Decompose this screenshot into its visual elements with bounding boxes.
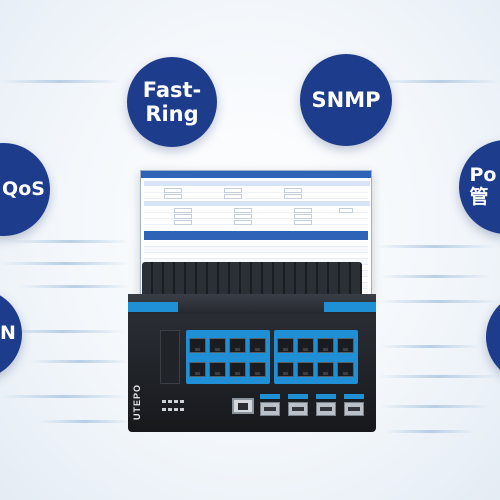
sfp-label [344, 394, 364, 399]
web-ui-form-row [144, 208, 368, 213]
feature-bubble-poe: Po 管 [459, 140, 500, 234]
feature-bubble-qos: QoS [0, 143, 50, 236]
rj45-port-block-right [274, 330, 358, 384]
feature-label: Ring [145, 102, 199, 126]
web-ui-section-header [144, 201, 370, 206]
table-row [144, 253, 368, 259]
rj45-port [337, 362, 354, 377]
status-led [174, 400, 178, 403]
web-ui-nav-bar [141, 171, 371, 178]
rj45-port [249, 338, 266, 353]
sfp-port [288, 402, 308, 416]
status-led [162, 400, 166, 403]
feature-label: Po [469, 164, 497, 187]
rj45-port [297, 338, 314, 353]
speed-streak [40, 420, 130, 423]
rj45-port [277, 362, 294, 377]
status-led [162, 408, 166, 411]
chassis-top [128, 294, 376, 316]
speed-streak [378, 300, 500, 303]
heatsink-fins [142, 262, 362, 300]
status-led [180, 400, 184, 403]
speed-streak [385, 430, 475, 433]
rj45-port [189, 338, 206, 353]
web-ui-table-header [144, 231, 368, 240]
sfp-label [260, 394, 280, 399]
status-led [168, 400, 172, 403]
feature-bubble-snmp: SNMP [300, 54, 392, 146]
industrial-poe-switch: UTEPO [128, 262, 376, 432]
feature-label: N [0, 322, 16, 345]
sfp-port [260, 402, 280, 416]
sfp-label [316, 394, 336, 399]
rj45-port [209, 338, 226, 353]
speed-streak [380, 405, 490, 408]
speed-streak [10, 240, 130, 243]
feature-bubble-partial-left: N [0, 289, 22, 379]
speed-streak [0, 80, 120, 83]
rj45-port [277, 338, 294, 353]
console-port [232, 398, 254, 414]
port-cover [160, 330, 180, 384]
feature-label: 管 [469, 186, 489, 208]
speed-streak [0, 395, 128, 398]
speed-streak [375, 245, 495, 248]
speed-streak [0, 262, 130, 265]
blue-trim [324, 302, 376, 312]
rj45-port [337, 338, 354, 353]
status-led [168, 408, 172, 411]
feature-bubble-partial-right [486, 292, 500, 382]
blue-trim [128, 302, 178, 312]
status-led [180, 408, 184, 411]
speed-streak [380, 275, 490, 278]
speed-streak [0, 330, 125, 333]
speed-streak [20, 285, 130, 288]
web-ui-form-row [144, 220, 368, 225]
sfp-port [344, 402, 364, 416]
speed-streak [380, 345, 480, 348]
speed-streak [380, 80, 500, 83]
rj45-port [229, 338, 246, 353]
web-ui-form-row [144, 214, 368, 219]
web-ui-section-header [144, 181, 370, 186]
speed-streak [378, 375, 500, 378]
status-led [174, 408, 178, 411]
sfp-label [288, 394, 308, 399]
feature-label: QoS [2, 177, 45, 200]
rj45-port [209, 362, 226, 377]
rj45-port [317, 338, 334, 353]
rj45-port [189, 362, 206, 377]
feature-label: SNMP [311, 87, 381, 112]
rj45-port [297, 362, 314, 377]
rj45-port [249, 362, 266, 377]
speed-streak [30, 360, 130, 363]
rj45-port-block-left [186, 330, 270, 384]
feature-bubble-fast-ring: Fast- Ring [127, 57, 217, 147]
table-row [144, 241, 368, 247]
table-row [144, 247, 368, 253]
feature-label: Fast- [142, 77, 202, 102]
web-ui-form-row [144, 194, 368, 199]
rj45-port [229, 362, 246, 377]
brand-logo: UTEPO [132, 384, 142, 421]
web-ui-form-row [144, 188, 368, 193]
sfp-port [316, 402, 336, 416]
rj45-port [317, 362, 334, 377]
